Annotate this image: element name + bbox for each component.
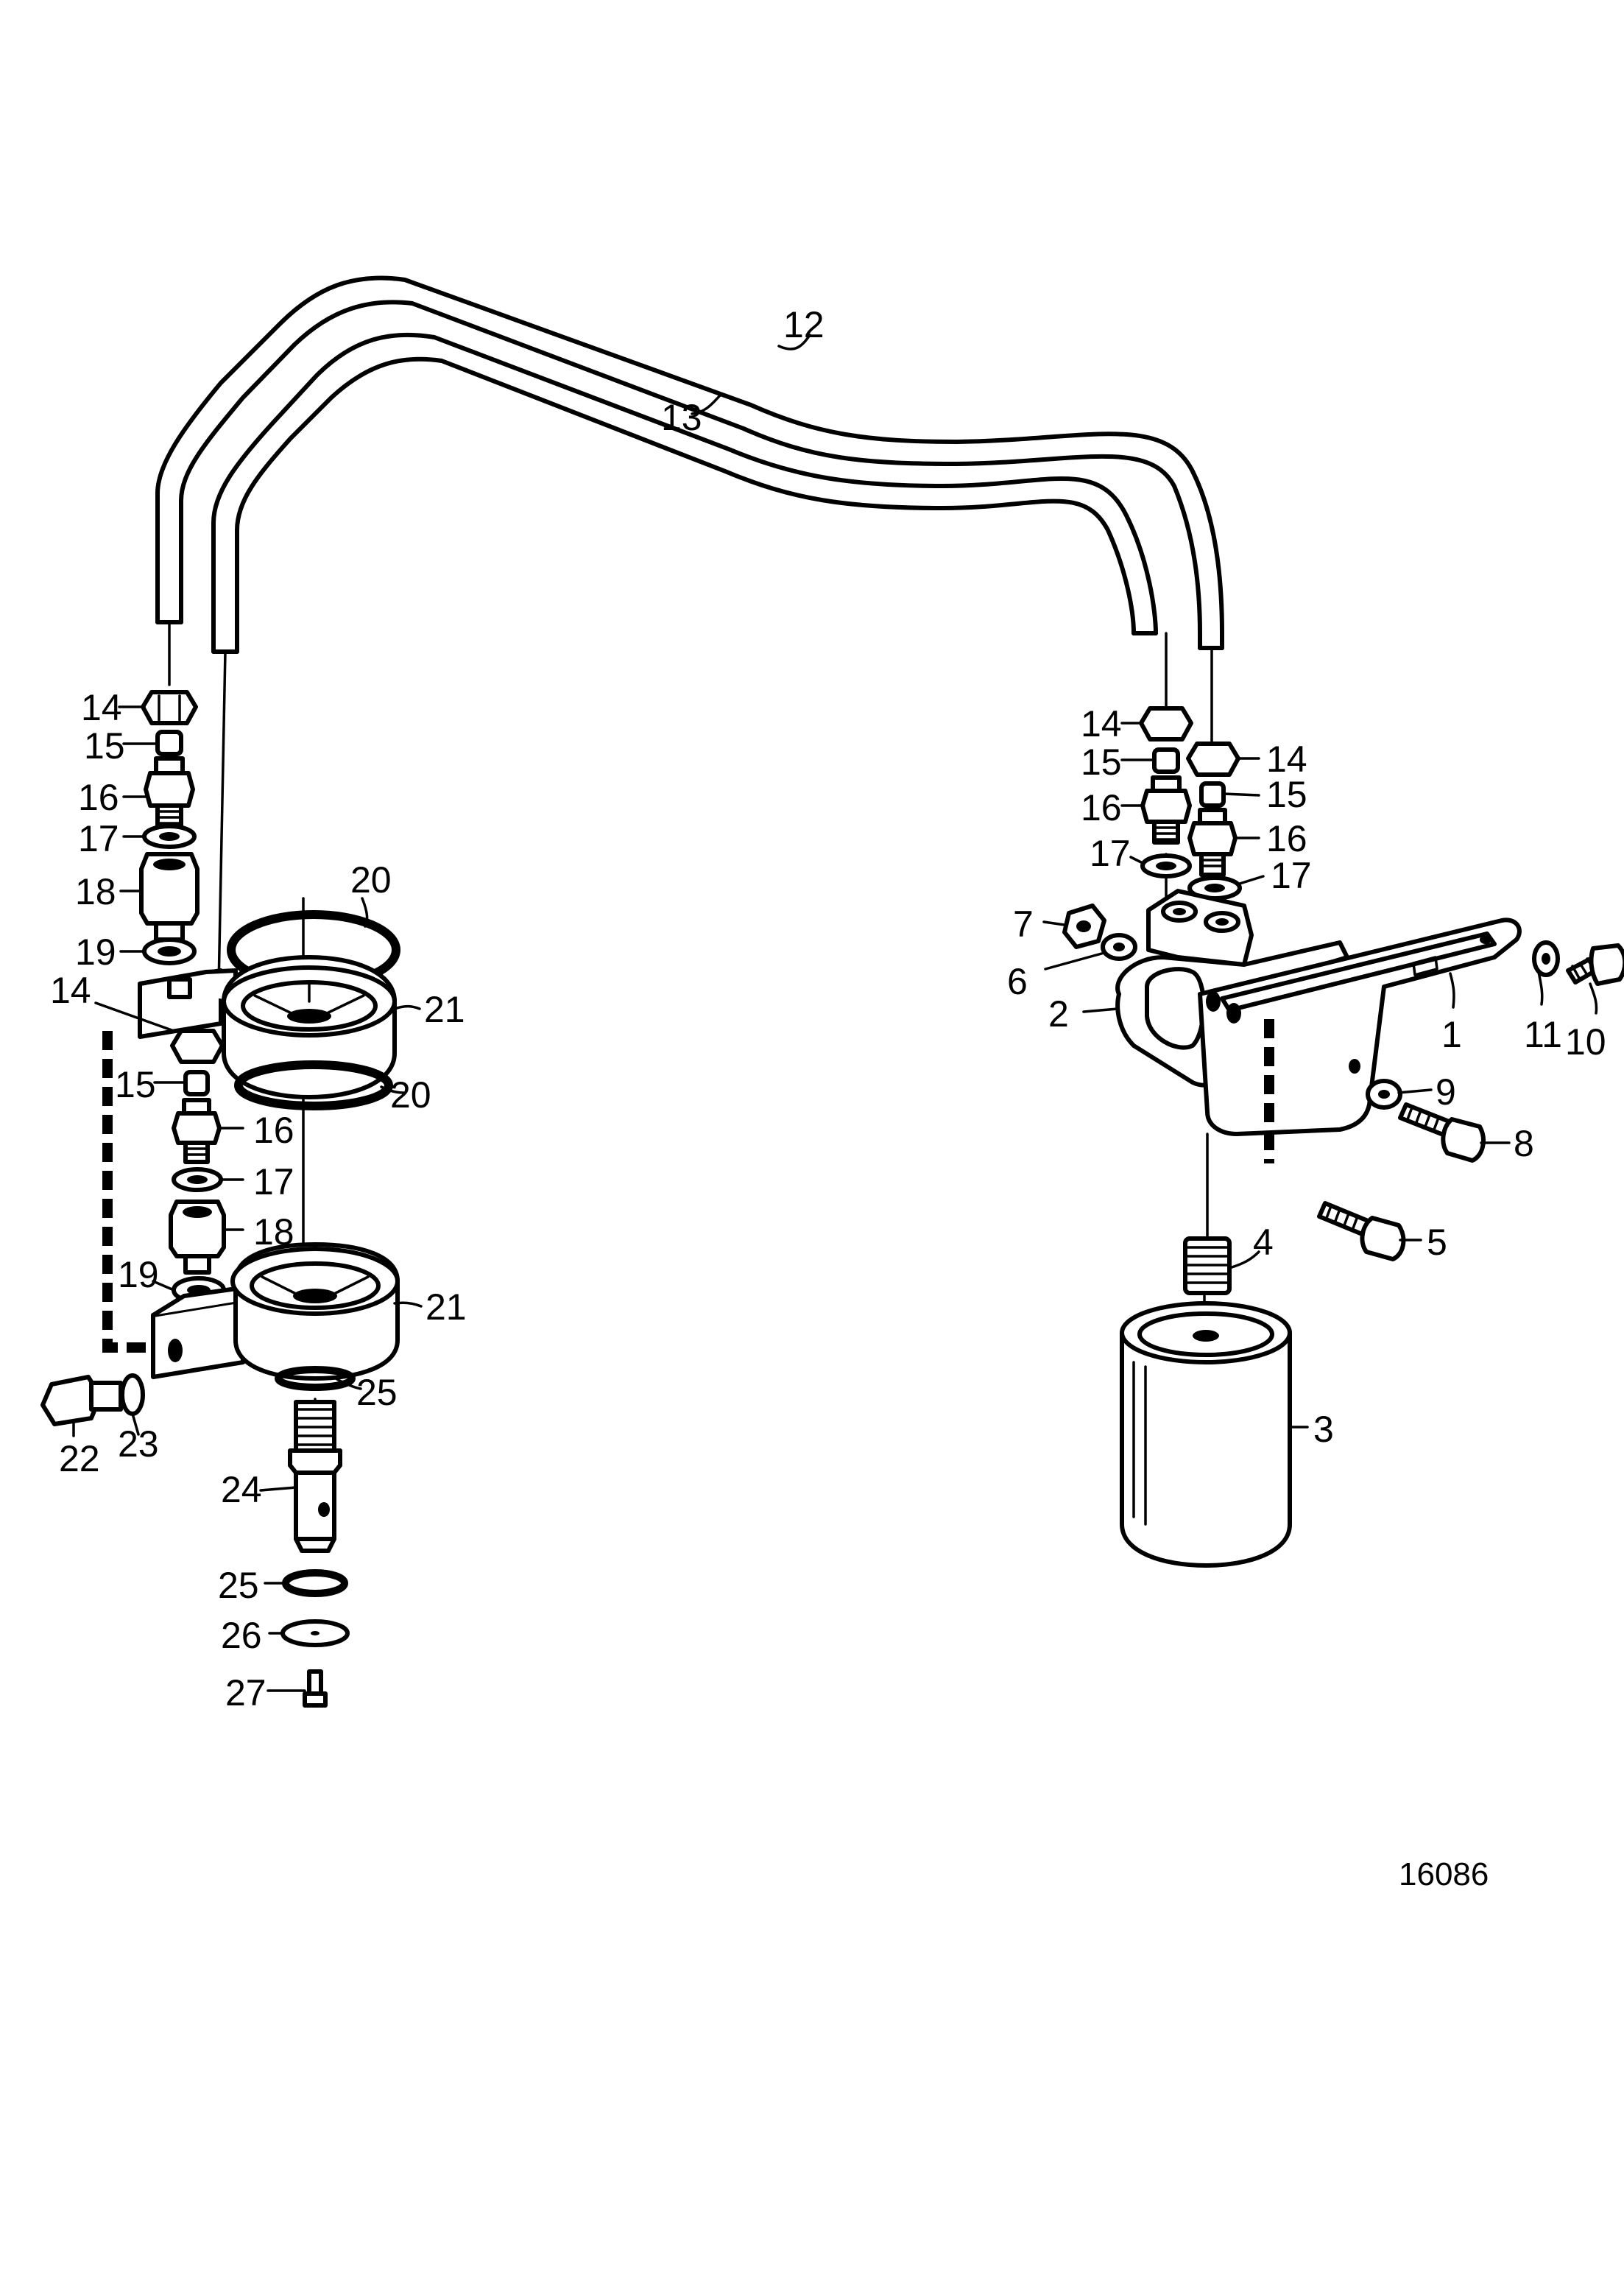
label-27: 27 [225,1672,266,1713]
filter-nipple-4 [1183,1236,1232,1295]
label-16: 16 [1081,787,1122,828]
label-17: 17 [1271,855,1312,896]
label-21: 21 [426,1286,467,1328]
label-6: 6 [1007,961,1028,1002]
label-2: 2 [1048,993,1069,1035]
label-16: 16 [78,777,119,818]
connection-dashed-line [102,1031,147,1353]
label-10: 10 [1565,1021,1606,1063]
label-17: 17 [1090,833,1131,874]
label-17: 17 [78,818,119,859]
label-16: 16 [253,1110,294,1151]
right-fitting-stack-b [1186,742,1242,901]
label-13: 13 [661,397,702,438]
label-11: 11 [1524,1014,1562,1055]
label-14: 14 [50,970,91,1011]
label-18: 18 [75,871,116,912]
pipe-12 [155,275,1224,650]
label-14: 14 [81,687,122,728]
label-19: 19 [118,1254,159,1295]
label-14: 14 [1266,739,1307,780]
lower-filter-head [151,1242,400,1391]
label-22: 22 [59,1438,100,1479]
label-5: 5 [1427,1222,1447,1263]
label-15: 15 [115,1064,156,1105]
label-25: 25 [218,1565,259,1606]
figure-number: 16086 [1399,1856,1489,1892]
right-fitting-stack-a [1139,706,1193,878]
label-8: 8 [1514,1123,1534,1164]
label-26: 26 [221,1615,262,1656]
label-4: 4 [1253,1222,1274,1263]
label-7: 7 [1013,904,1034,945]
leader-lines [72,334,1598,1692]
label-3: 3 [1313,1409,1334,1450]
label-17: 17 [253,1161,294,1202]
left-middle-fitting-stack [169,1029,226,1304]
label-12: 12 [783,304,825,345]
label-15: 15 [84,725,125,767]
oil-filter-3 [1120,1301,1292,1568]
label-24: 24 [221,1469,262,1510]
nut-and-washer [1062,904,1137,961]
bolt-5 [1317,1201,1406,1261]
upper-filter-head [138,910,400,1110]
label-20: 20 [350,859,392,901]
label-15: 15 [1081,742,1122,783]
mounting-bracket-1 [1198,917,1522,1136]
label-20: 20 [390,1074,431,1116]
label-16: 16 [1266,818,1307,859]
label-25: 25 [356,1372,398,1413]
centre-spindle [280,1400,350,1708]
left-upper-fitting-stack [139,690,200,965]
label-21: 21 [424,989,465,1030]
plug-and-washer [40,1373,145,1426]
bolt-8-and-washer-9 [1366,1079,1486,1163]
label-15: 15 [1266,774,1307,815]
label-18: 18 [253,1211,294,1253]
bolt-10-and-washer-11 [1532,940,1624,986]
label-9: 9 [1436,1071,1456,1113]
part-labels: 12 13 14 15 16 17 18 19 20 21 14 20 15 1… [50,304,1606,1892]
label-19: 19 [75,931,116,973]
label-1: 1 [1441,1014,1462,1055]
label-23: 23 [118,1423,159,1465]
label-14: 14 [1081,703,1122,744]
